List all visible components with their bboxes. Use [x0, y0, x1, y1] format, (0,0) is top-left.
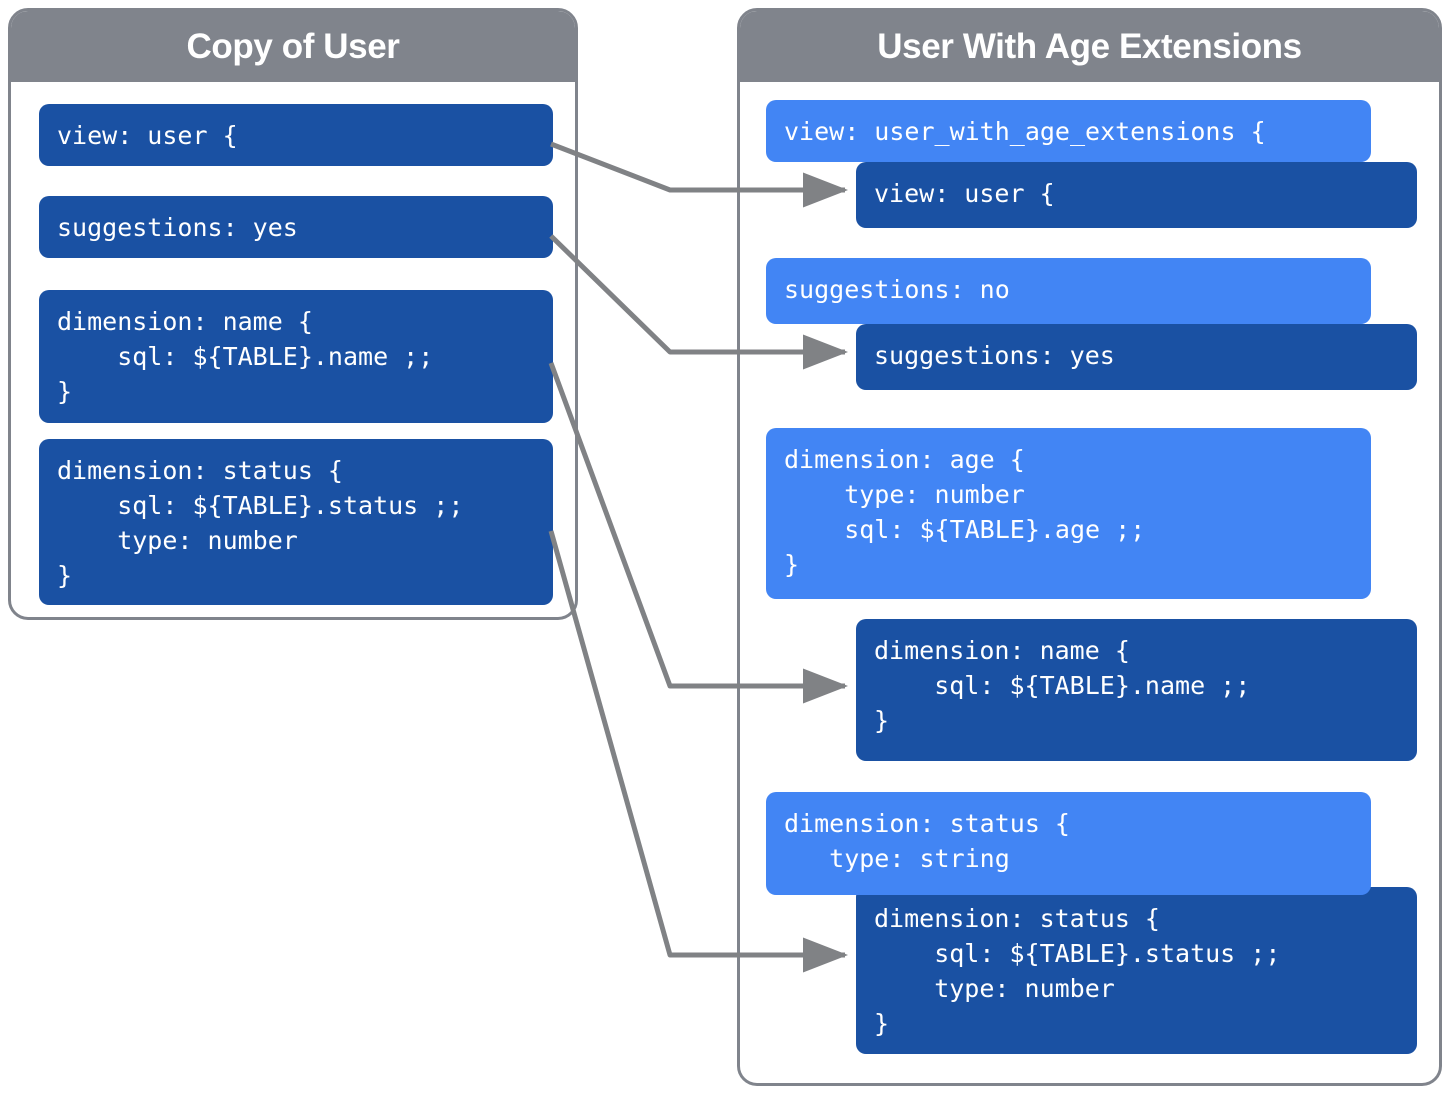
- panel-right-header: User With Age Extensions: [740, 11, 1439, 82]
- right-block-suggestions-yes: suggestions: yes: [856, 324, 1417, 390]
- right-block-suggestions-no: suggestions: no: [766, 258, 1371, 324]
- panel-right-title: User With Age Extensions: [877, 26, 1302, 66]
- right-block-view-user: view: user {: [856, 162, 1417, 228]
- panel-left-title: Copy of User: [186, 26, 400, 66]
- left-block-dimension-status: dimension: status { sql: ${TABLE}.status…: [39, 439, 553, 605]
- left-block-suggestions-yes: suggestions: yes: [39, 196, 553, 258]
- right-block-dimension-name: dimension: name { sql: ${TABLE}.name ;; …: [856, 619, 1417, 761]
- left-block-view-user: view: user {: [39, 104, 553, 166]
- left-block-dimension-name: dimension: name { sql: ${TABLE}.name ;; …: [39, 290, 553, 423]
- panel-copy-of-user: Copy of User view: user { suggestions: y…: [8, 8, 578, 620]
- right-block-dimension-status-override: dimension: status { type: string: [766, 792, 1371, 895]
- right-block-dimension-age: dimension: age { type: number sql: ${TAB…: [766, 428, 1371, 599]
- panel-left-header: Copy of User: [11, 11, 575, 82]
- panel-user-with-age-extensions: User With Age Extensions view: user_with…: [737, 8, 1442, 1086]
- right-block-view-user-with-age-extensions: view: user_with_age_extensions {: [766, 100, 1371, 162]
- right-block-dimension-status-inherited: dimension: status { sql: ${TABLE}.status…: [856, 887, 1417, 1054]
